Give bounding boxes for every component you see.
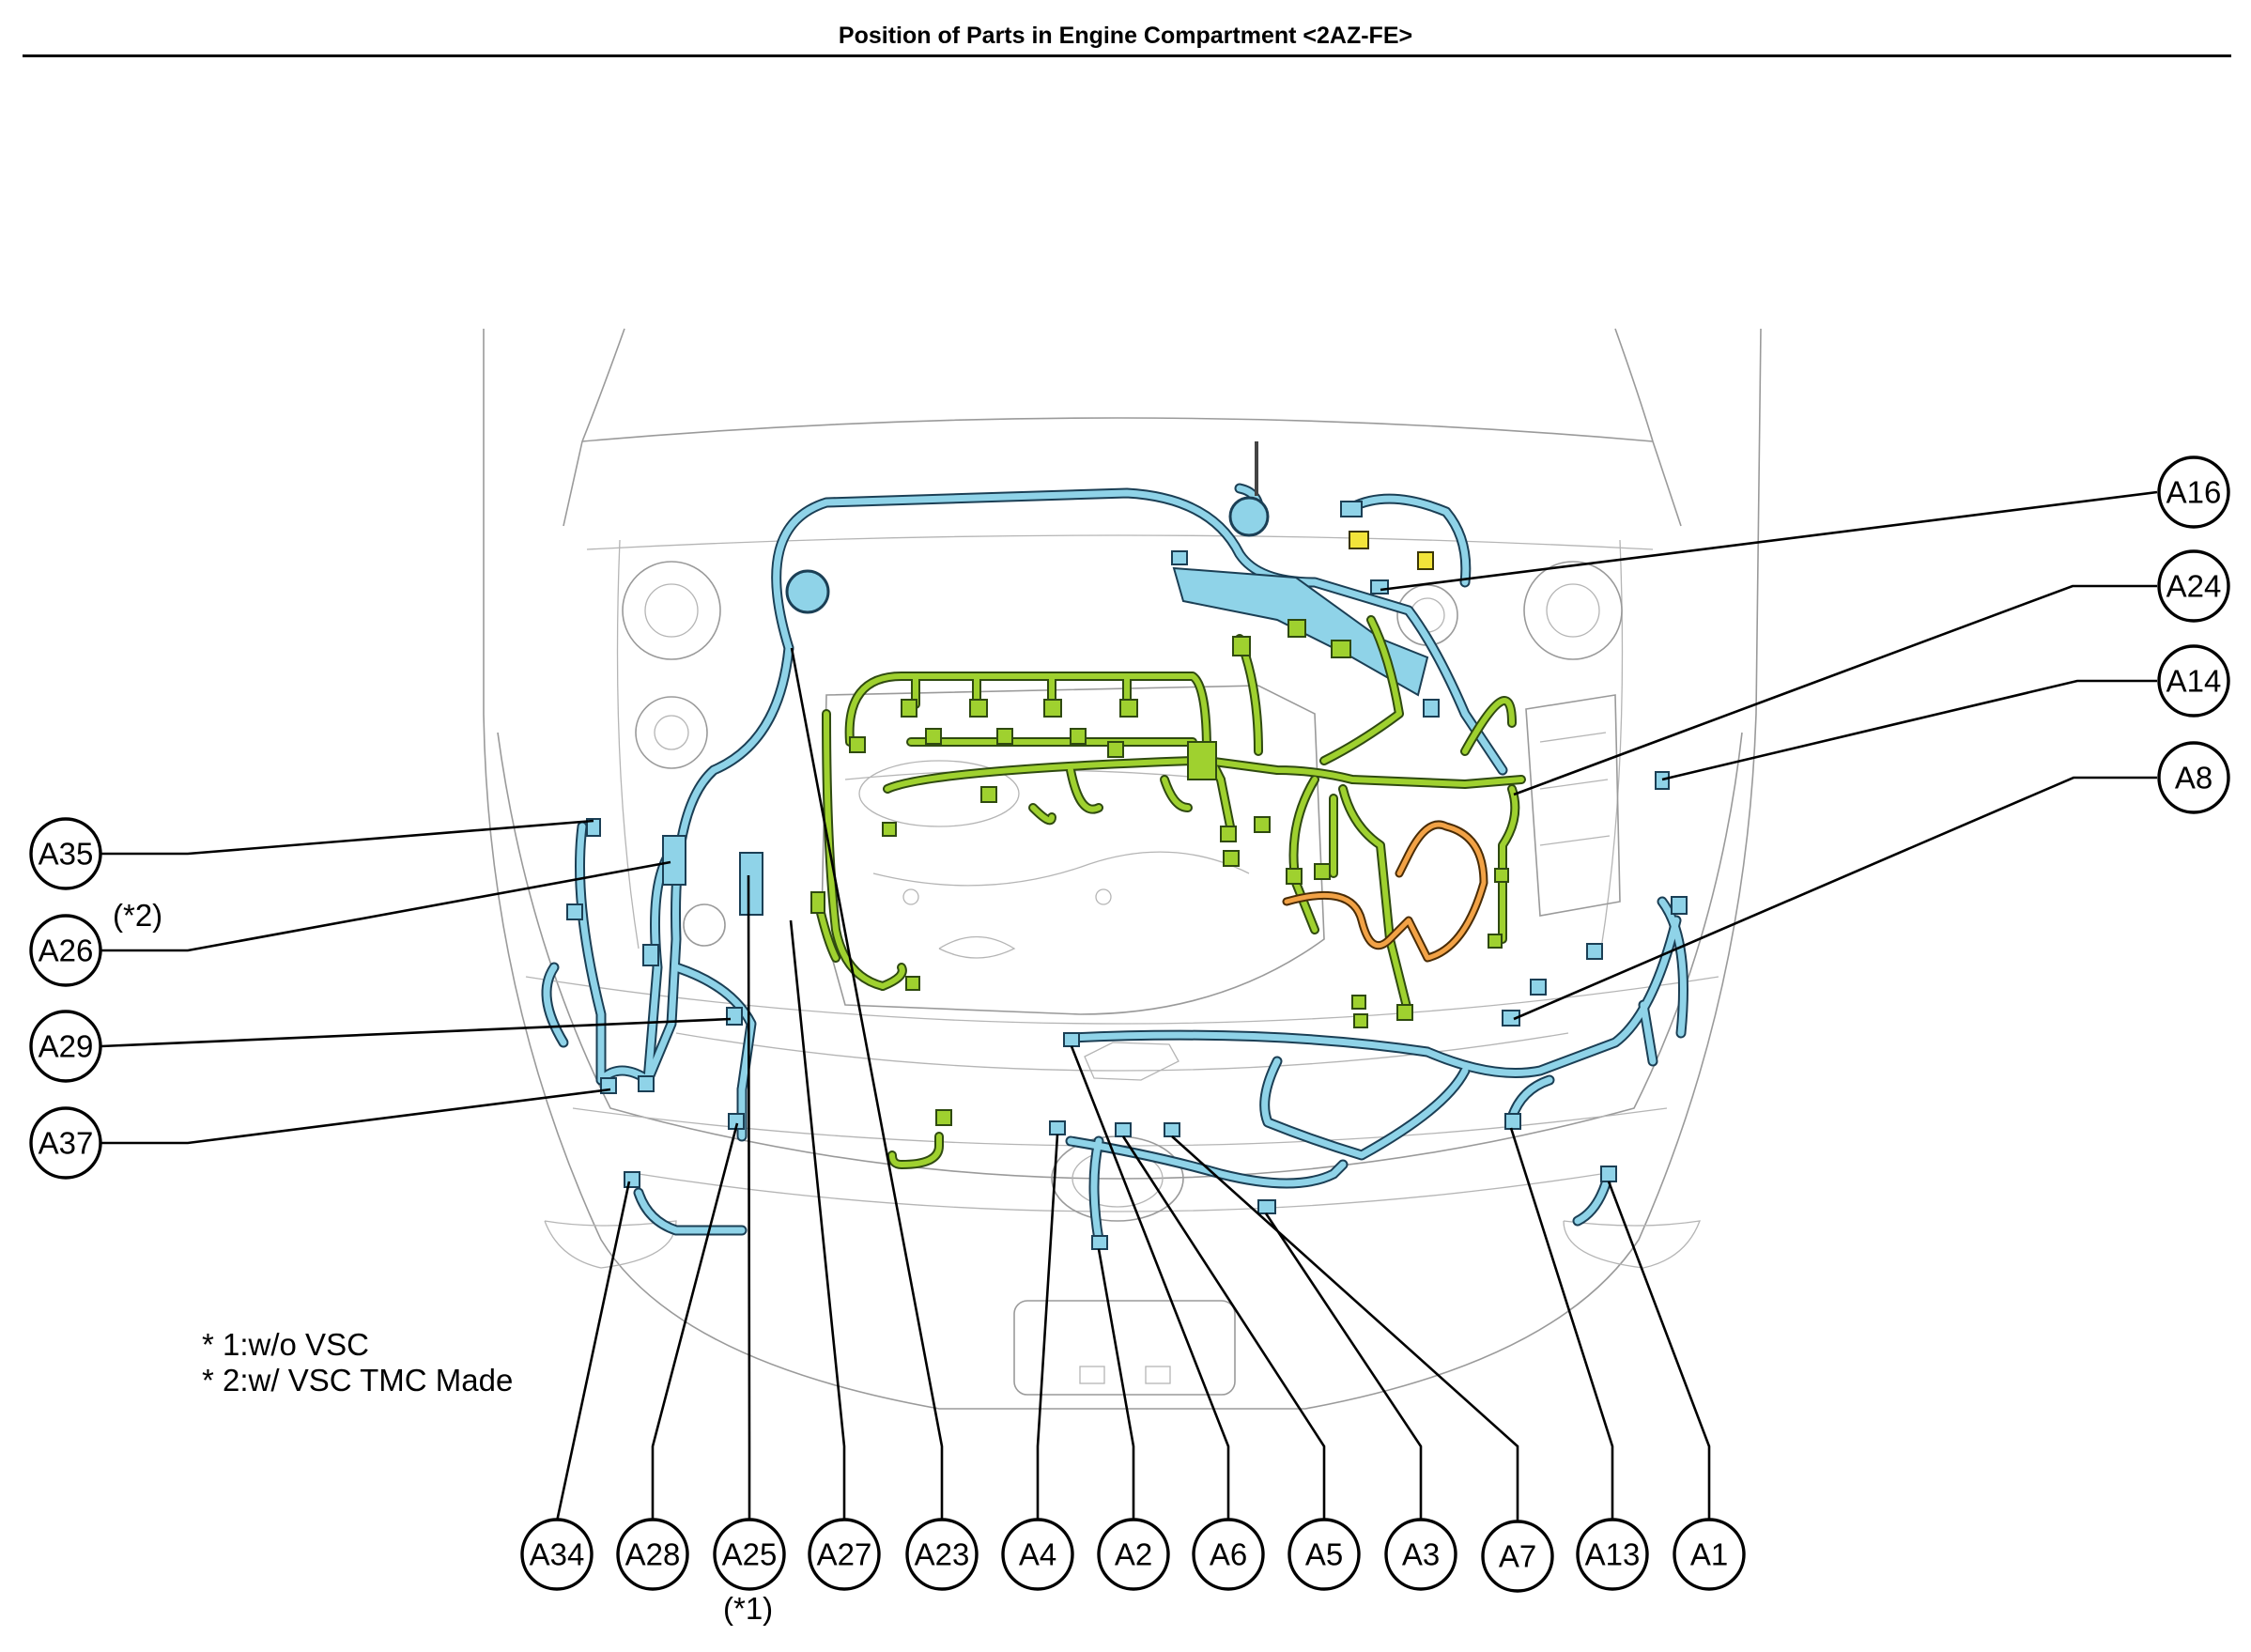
connectors	[566, 501, 1688, 1250]
callout-A4: A4	[1001, 1518, 1074, 1591]
callout-A34: A34	[520, 1518, 594, 1591]
page-title: Position of Parts in Engine Compartment …	[838, 23, 1413, 49]
callout-A8: A8	[2157, 741, 2230, 814]
green-harness	[812, 615, 1526, 1169]
callout-label: A3	[1402, 1537, 1440, 1572]
callout-label: A6	[1210, 1537, 1247, 1572]
a25-footnote-marker: (*1)	[723, 1591, 773, 1626]
callout-A24: A24	[2157, 549, 2230, 623]
callout-label: A7	[1499, 1539, 1536, 1574]
callout-A28: A28	[616, 1518, 689, 1591]
callout-A6: A6	[1192, 1518, 1265, 1591]
callout-A26: A26	[29, 914, 102, 987]
footnote-2: * 2:w/ VSC TMC Made	[202, 1363, 513, 1397]
callout-label: A13	[1585, 1537, 1641, 1572]
callout-label: A23	[915, 1537, 970, 1572]
callout-label: A28	[625, 1537, 681, 1572]
callout-A23: A23	[905, 1518, 979, 1591]
callout-A25: A25	[713, 1518, 786, 1591]
callout-label: A14	[2166, 664, 2222, 699]
footnote-1: * 1:w/o VSC	[202, 1327, 369, 1362]
callout-A13: A13	[1576, 1518, 1649, 1591]
callout-A2: A2	[1097, 1518, 1170, 1591]
callout-A35: A35	[29, 817, 102, 890]
leader-lines	[100, 490, 2158, 1522]
callout-label: A26	[39, 934, 94, 968]
callout-A7: A7	[1481, 1520, 1554, 1593]
callout-label: A25	[722, 1537, 778, 1572]
callout-label: A24	[2166, 569, 2222, 604]
callout-A5: A5	[1287, 1518, 1361, 1591]
callout-label: A8	[2175, 761, 2212, 795]
callout-label: A16	[2166, 475, 2222, 510]
callout-A16: A16	[2157, 455, 2230, 529]
callout-A37: A37	[29, 1106, 102, 1180]
callout-label: A1	[1690, 1537, 1728, 1572]
orange-harness	[1282, 820, 1488, 963]
callout-label: A2	[1115, 1537, 1152, 1572]
callout-A27: A27	[808, 1518, 881, 1591]
callout-label: A34	[530, 1537, 585, 1572]
callout-label: A35	[39, 837, 94, 872]
callout-label: A5	[1305, 1537, 1343, 1572]
callout-A1: A1	[1673, 1518, 1746, 1591]
callout-A29: A29	[29, 1010, 102, 1083]
callout-A14: A14	[2157, 644, 2230, 718]
callout-label: A37	[39, 1126, 94, 1161]
callout-label: A27	[817, 1537, 872, 1572]
title-rule	[23, 54, 2231, 57]
a26-footnote-marker: (*2)	[113, 898, 162, 933]
callout-label: A4	[1019, 1537, 1056, 1572]
callout-A3: A3	[1384, 1518, 1457, 1591]
callout-label: A29	[39, 1029, 94, 1064]
